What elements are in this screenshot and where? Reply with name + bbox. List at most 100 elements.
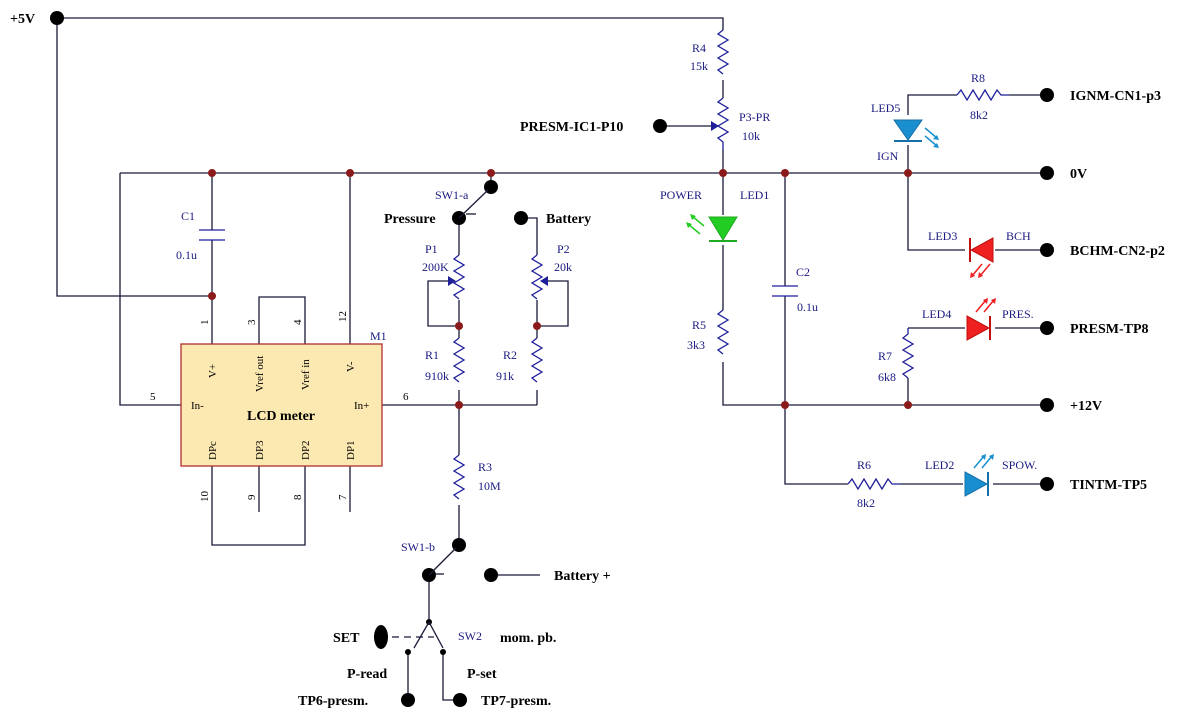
led4-label: PRES.	[1002, 307, 1034, 321]
switch-set-label: SET	[333, 631, 360, 646]
r3-resistor	[452, 454, 466, 500]
net-plus12v: +12V	[1070, 399, 1102, 414]
p2-wiper-arrow-icon	[540, 276, 548, 286]
sw1a-label: SW1-a	[435, 188, 469, 202]
junction	[533, 322, 541, 330]
r4-name: R4	[692, 41, 706, 55]
r3-value: 10M	[478, 479, 501, 493]
junction	[904, 169, 912, 177]
net-presm-ic1: PRESM-IC1-P10	[520, 120, 623, 135]
sw2-label: SW2	[458, 629, 482, 643]
net-presm-tp8: PRESM-TP8	[1070, 322, 1149, 337]
lcd-title: LCD meter	[247, 409, 315, 424]
capacitors	[199, 229, 798, 297]
r7-value: 6k8	[878, 370, 896, 384]
c2-name: C2	[796, 265, 810, 279]
led1-icon	[686, 214, 738, 242]
p3-wiper-arrow-icon	[711, 121, 719, 131]
sw1b-blade	[428, 547, 457, 576]
terminal-0v[interactable]	[1040, 166, 1054, 180]
terminal-plus5v[interactable]	[50, 11, 64, 25]
lcd-pin-dp2: DP2	[300, 440, 312, 460]
led3-name: LED3	[928, 229, 957, 243]
net-battery-plus: Battery +	[554, 569, 611, 584]
r8-name: R8	[971, 71, 985, 85]
r6-name: R6	[857, 458, 871, 472]
terminal-sw1a-battery[interactable]	[514, 211, 528, 225]
c1-value: 0.1u	[176, 248, 197, 262]
c2-capacitor	[772, 285, 798, 297]
sw2-blade	[428, 621, 444, 649]
lcd-meter: LCD meter M1 In- In+ 5 6 V+ Vref out Vre…	[150, 311, 409, 502]
p1-name: P1	[425, 242, 438, 256]
switch-pressure-label: Pressure	[384, 212, 436, 227]
terminal-sw2-read	[405, 649, 411, 655]
r8-value: 8k2	[970, 108, 988, 122]
junction	[781, 401, 789, 409]
led5-icon	[893, 119, 939, 148]
junction	[487, 169, 495, 177]
leds	[686, 119, 996, 497]
led1-label: POWER	[660, 188, 702, 202]
net-labels: +5V PRESM-IC1-P10 IGNM-CN1-p3 0V BCHM-CN…	[10, 12, 1165, 709]
c1-name: C1	[181, 209, 195, 223]
r6-resistor	[847, 477, 900, 491]
terminal-plus12v[interactable]	[1040, 398, 1054, 412]
resistors	[448, 29, 1009, 500]
c1-capacitor	[199, 229, 225, 241]
r2-value: 91k	[496, 369, 514, 383]
lcd-pin-number: 7	[337, 494, 349, 500]
net-tintm: TINTM-TP5	[1070, 478, 1147, 493]
sw1a-blade	[458, 189, 489, 219]
junction	[208, 169, 216, 177]
terminal-tp6[interactable]	[401, 693, 415, 707]
net-ignm: IGNM-CN1-p3	[1070, 89, 1161, 104]
r3-name: R3	[478, 460, 492, 474]
lcd-pin-number: 3	[246, 319, 258, 325]
junctions	[208, 169, 912, 409]
lcd-pin-number: 4	[292, 319, 304, 325]
terminal-ignm[interactable]	[1040, 88, 1054, 102]
sw2-pushbutton-icon[interactable]	[374, 625, 388, 649]
lcd-pin-dpc: DPc	[207, 441, 219, 460]
r4-resistor	[716, 29, 730, 75]
lcd-pin-vminus: V-	[345, 361, 357, 372]
r4-value: 15k	[690, 59, 708, 73]
switch-pread-label: P-read	[347, 667, 387, 682]
p2-potentiometer	[530, 254, 544, 300]
p2-value: 20k	[554, 260, 572, 274]
p1-value: 200K	[422, 260, 449, 274]
terminal-bchm[interactable]	[1040, 243, 1054, 257]
p1-potentiometer	[452, 254, 466, 300]
r1-name: R1	[425, 348, 439, 362]
component-labels: R4 15k P3-PR 10k C1 0.1u C2 0.1u P1 200K…	[176, 41, 1037, 643]
terminal-battery-plus[interactable]	[484, 568, 498, 582]
lcd-pin-number: 8	[292, 494, 304, 500]
lcd-pin-number: 12	[337, 311, 349, 322]
lcd-pin-number: 10	[199, 491, 211, 503]
terminal-presm-tp8[interactable]	[1040, 321, 1054, 335]
lcd-in-plus-label: In+	[354, 400, 369, 412]
junction	[904, 401, 912, 409]
switch-battery-label: Battery	[546, 212, 591, 227]
r1-resistor	[452, 337, 466, 383]
terminal-sw2-set	[440, 649, 446, 655]
led4-name: LED4	[922, 307, 951, 321]
led3-label: BCH	[1006, 229, 1031, 243]
lcd-pin-dp1: DP1	[345, 440, 357, 460]
junction	[781, 169, 789, 177]
terminal-presm-ic1[interactable]	[653, 119, 667, 133]
led4-icon	[966, 298, 996, 341]
sw2-blade-2	[413, 621, 430, 649]
lcd-pin-6: 6	[403, 391, 409, 403]
sw1b-label: SW1-b	[401, 540, 435, 554]
r8-resistor	[956, 88, 1009, 102]
terminal-tintm[interactable]	[1040, 477, 1054, 491]
junction	[455, 401, 463, 409]
led2-label: SPOW.	[1002, 458, 1037, 472]
r2-name: R2	[503, 348, 517, 362]
r2-resistor	[530, 337, 544, 383]
terminal-tp7[interactable]	[453, 693, 467, 707]
lcd-pin-vplus: V+	[207, 364, 219, 378]
